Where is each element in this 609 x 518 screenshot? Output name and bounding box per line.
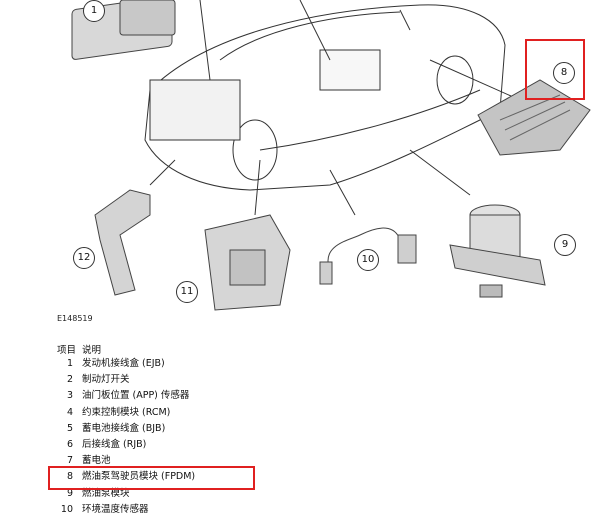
legend-row: 2 制动灯开关 (57, 372, 357, 388)
legend-desc: 蓄电池 (82, 455, 111, 466)
legend-header-item: 项目 (57, 345, 76, 356)
legend-num: 5 (57, 421, 73, 437)
legend-desc: 环境温度传感器 (82, 504, 149, 515)
legend-row: 4 约束控制模块 (RCM) (57, 405, 357, 421)
legend-row: 10 环境温度传感器 (57, 502, 357, 518)
callout-11: 11 (176, 281, 198, 303)
legend-header: 项目说明 (57, 342, 107, 356)
seat-shape (320, 50, 380, 90)
highlight-box-legend-8 (48, 466, 255, 490)
sensor-component (95, 190, 150, 295)
legend-desc: 制动灯开关 (82, 374, 130, 385)
car-side-line (260, 90, 480, 150)
legend-num: 3 (57, 388, 73, 404)
callout-9: 9 (554, 234, 576, 256)
ecu-component (205, 215, 290, 310)
legend-num: 4 (57, 405, 73, 421)
callout-1: 1 (83, 0, 105, 22)
callout-10: 10 (357, 249, 379, 271)
legend-num: 6 (57, 437, 73, 453)
engine-bay-components (150, 80, 240, 140)
callout-12: 12 (73, 247, 95, 269)
legend-desc: 发动机接线盒 (EJB) (82, 358, 165, 369)
highlight-box-component-8 (525, 39, 585, 100)
rear-wheel (437, 56, 473, 104)
legend-num: 10 (57, 502, 73, 518)
fuel-pump-component (450, 205, 545, 297)
legend-desc: 蓄电池接线盒 (BJB) (82, 423, 165, 434)
legend-row: 1 发动机接线盒 (EJB) (57, 356, 357, 372)
legend-header-desc: 说明 (82, 345, 101, 356)
legend-desc: 油门板位置 (APP) 传感器 (82, 390, 189, 401)
legend-desc: 后接线盒 (RJB) (82, 439, 146, 450)
legend-row: 5 蓄电池接线盒 (BJB) (57, 421, 357, 437)
legend-num: 2 (57, 372, 73, 388)
legend-row: 3 油门板位置 (APP) 传感器 (57, 388, 357, 404)
figure-id: E148519 (57, 314, 93, 323)
component-diagram (0, 0, 609, 320)
legend-num: 1 (57, 356, 73, 372)
legend-row: 6 后接线盒 (RJB) (57, 437, 357, 453)
legend-desc: 约束控制模块 (RCM) (82, 407, 170, 418)
